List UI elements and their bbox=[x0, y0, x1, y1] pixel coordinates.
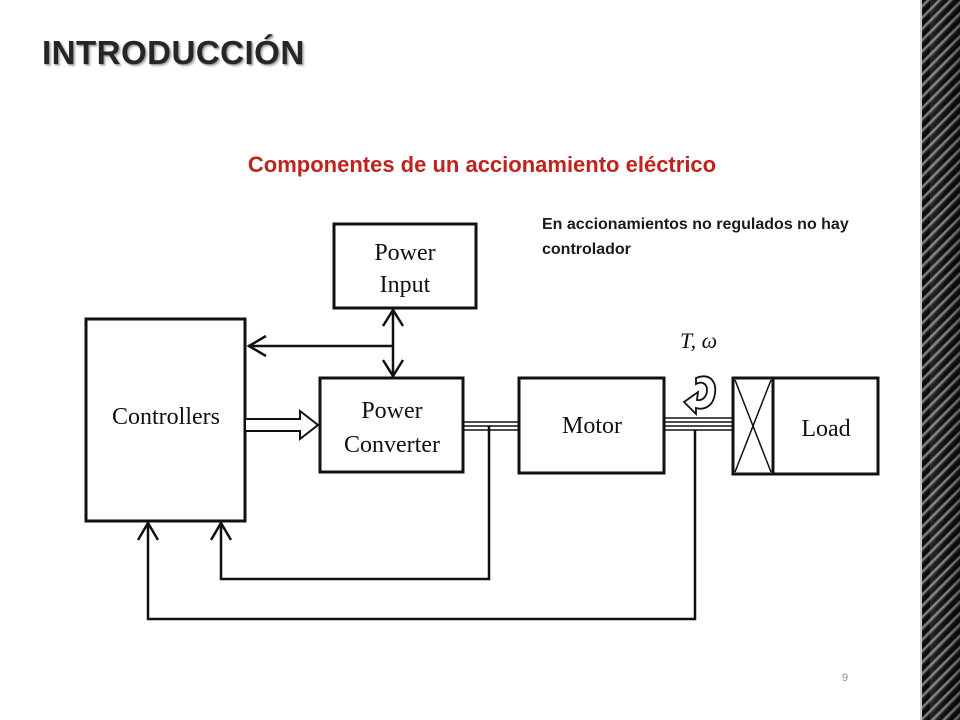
motor-label: Motor bbox=[562, 413, 622, 439]
control-signal-arrow bbox=[246, 408, 320, 442]
side-strip-edge bbox=[920, 0, 923, 720]
load-label: Load bbox=[801, 416, 850, 442]
motor-shaft bbox=[664, 417, 733, 431]
power-converter-label-line2: Converter bbox=[344, 432, 440, 458]
motor-block bbox=[517, 376, 666, 475]
page-number: 9 bbox=[841, 672, 849, 684]
slide-title: INTRODUCCIÓN bbox=[42, 34, 305, 71]
rotation-arrow-icon bbox=[682, 375, 717, 417]
power-converter-label-line1: Power bbox=[361, 398, 422, 424]
coupling bbox=[731, 376, 775, 476]
note-text: En accionamientos no regulados no hay co… bbox=[542, 216, 849, 258]
input-converter-arrow bbox=[246, 307, 405, 379]
slide-subtitle: Componentes de un accionamiento eléctric… bbox=[247, 152, 717, 177]
power-converter-block bbox=[318, 376, 465, 474]
controllers-block bbox=[84, 317, 247, 523]
load-block bbox=[771, 376, 880, 476]
torque-speed-label: T, ω bbox=[680, 328, 717, 353]
converter-feedback-line bbox=[209, 426, 491, 581]
converter-motor-link bbox=[463, 421, 519, 431]
controllers-label: Controllers bbox=[112, 404, 220, 430]
power-input-label-line1: Power bbox=[374, 240, 435, 266]
power-input-block bbox=[332, 222, 478, 310]
decorative-side-strip bbox=[922, 0, 960, 720]
power-input-label-line2: Input bbox=[380, 272, 431, 298]
side-strip-gloss bbox=[930, 0, 960, 720]
shaft-feedback-line bbox=[136, 430, 697, 621]
